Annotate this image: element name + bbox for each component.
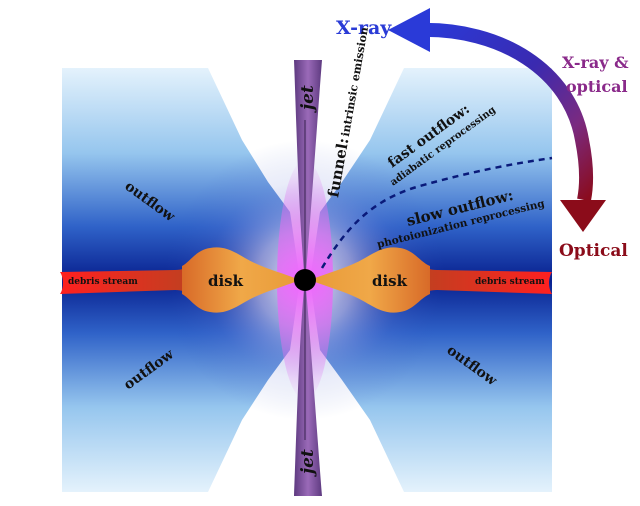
label-xray: X-ray bbox=[336, 17, 392, 39]
label-debris-right: debris stream bbox=[475, 277, 545, 287]
label-funnel-sub: intrinsic emission bbox=[339, 26, 371, 137]
black-hole bbox=[294, 269, 316, 291]
label-jet-bottom: jet bbox=[298, 449, 318, 477]
debris-stream-left bbox=[60, 266, 190, 294]
debris-stream-right bbox=[422, 266, 552, 294]
arrowhead-xray-icon bbox=[388, 8, 430, 52]
arrowhead-optical-icon bbox=[560, 200, 606, 232]
disk-right bbox=[310, 247, 430, 313]
curved-arrow-shaft bbox=[419, 22, 593, 202]
label-disk-left: disk bbox=[208, 272, 244, 290]
label-xray-optical-1: X-ray & bbox=[562, 53, 629, 72]
jet-lower bbox=[294, 288, 322, 496]
disk-left bbox=[182, 247, 300, 313]
label-disk-right: disk bbox=[372, 272, 408, 290]
label-optical: Optical bbox=[559, 241, 628, 261]
jet-upper bbox=[294, 60, 322, 272]
label-debris-left: debris stream bbox=[68, 277, 138, 287]
label-xray-optical-2: optical bbox=[566, 77, 628, 96]
label-jet-top: jet bbox=[298, 85, 318, 113]
